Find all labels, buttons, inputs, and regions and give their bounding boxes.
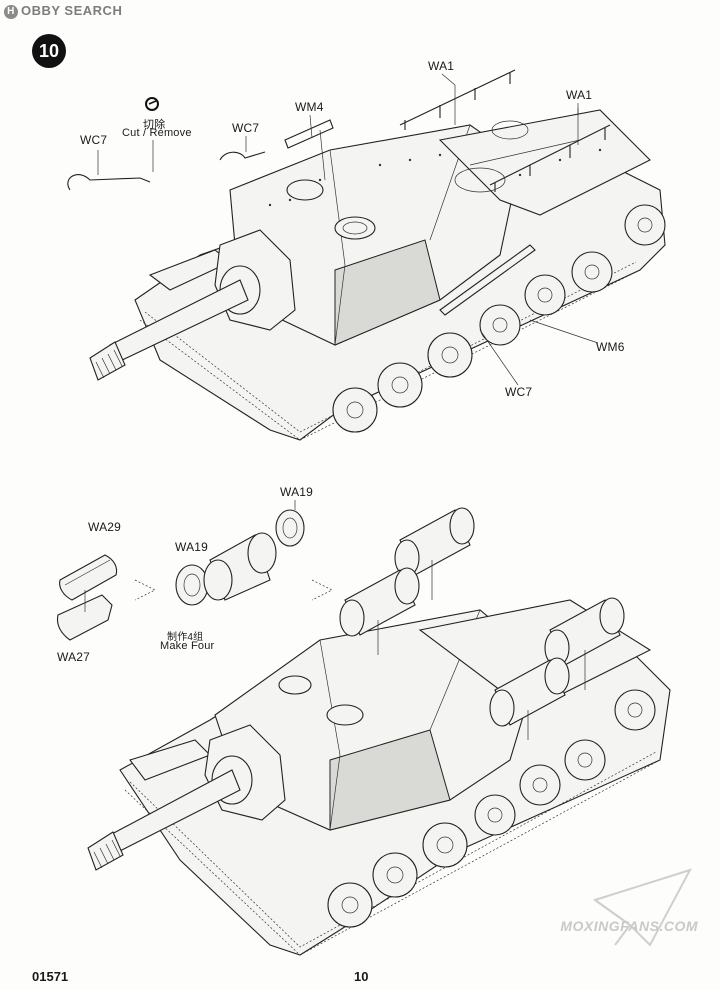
hobbysearch-logo: H bbox=[4, 5, 18, 19]
page-number: 10 bbox=[354, 969, 369, 984]
wm6-part bbox=[439, 244, 536, 316]
top-tank-hull bbox=[89, 109, 666, 441]
label-wa1-top: WA1 bbox=[428, 59, 455, 73]
wc7-wire-left bbox=[67, 174, 151, 191]
label-wc7-bottom: WC7 bbox=[505, 385, 533, 399]
label-wa1-right: WA1 bbox=[566, 88, 593, 102]
bottom-tank-hull bbox=[87, 599, 671, 956]
label-make-four-cn: 制作4组 bbox=[167, 632, 204, 643]
label-wm4: WM4 bbox=[295, 100, 324, 114]
wc7-wire-mid bbox=[219, 151, 266, 161]
label-wc7-mid: WC7 bbox=[232, 121, 260, 135]
label-wa19-mid: WA19 bbox=[175, 540, 209, 554]
kit-number: 01571 bbox=[32, 969, 69, 984]
step-number-badge: 10 bbox=[32, 34, 66, 68]
label-wa29: WA29 bbox=[88, 520, 122, 534]
moxingfans-watermark: MOXINGFANS.COM bbox=[560, 918, 698, 934]
label-wm6: WM6 bbox=[596, 340, 625, 354]
label-wa19-top: WA19 bbox=[280, 485, 314, 499]
scissors-icon bbox=[145, 97, 159, 111]
label-make-four-en: Make Four bbox=[160, 640, 215, 652]
label-cut-en: Cut / Remove bbox=[122, 127, 192, 139]
wm4-part bbox=[284, 119, 334, 149]
label-wa27: WA27 bbox=[57, 650, 91, 664]
label-wc7-left: WC7 bbox=[80, 133, 108, 147]
label-cut-cn: 切除 bbox=[143, 119, 166, 131]
hobbysearch-text: OBBY SEARCH bbox=[21, 3, 123, 18]
fuel-drums bbox=[339, 507, 625, 740]
drum-subassembly bbox=[56, 500, 333, 641]
